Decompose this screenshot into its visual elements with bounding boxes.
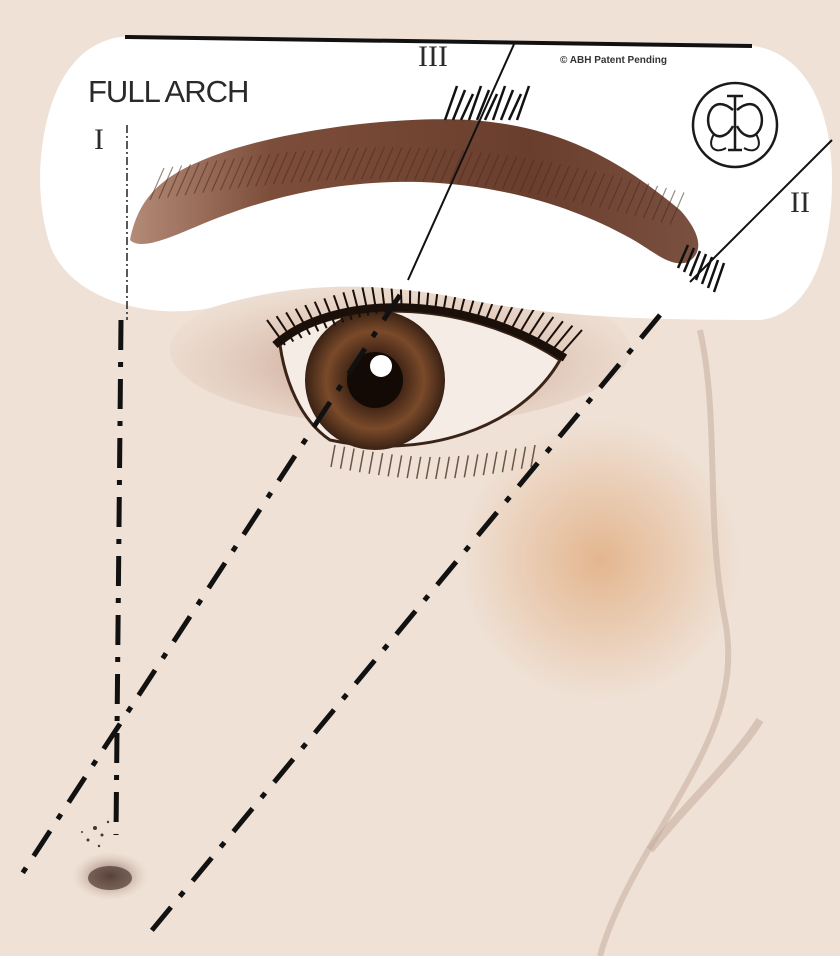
guide-label-ii: II (790, 186, 810, 220)
nostril (88, 866, 132, 890)
guide-label-iii: III (418, 40, 448, 74)
copyright-notice: © ABH Patent Pending (560, 55, 667, 66)
stencil-title: FULL ARCH (88, 74, 248, 110)
abh-monogram-icon (693, 83, 777, 167)
eye-highlight (370, 355, 392, 377)
guide-label-i: I (94, 123, 104, 157)
cheek-blush (460, 420, 740, 700)
